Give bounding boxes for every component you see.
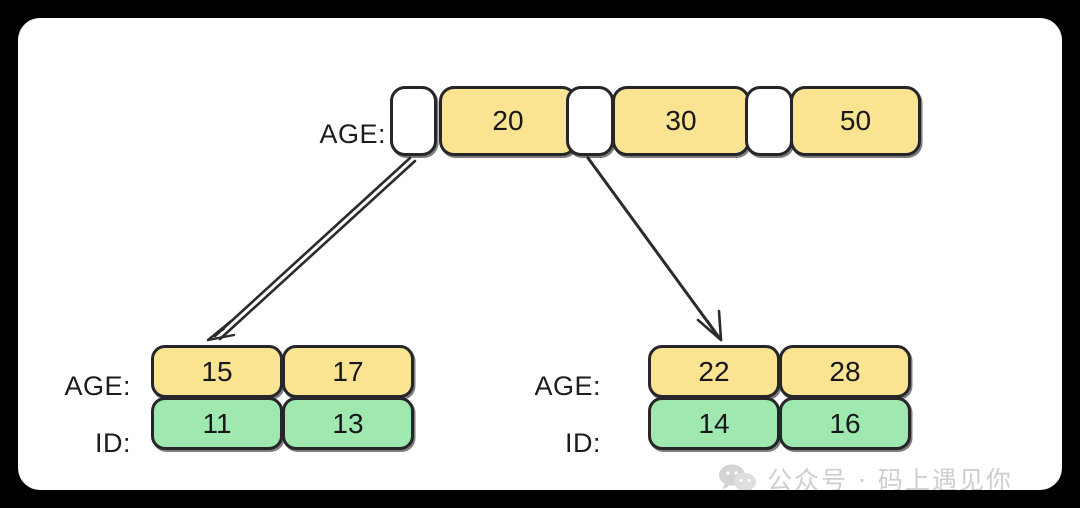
left-leaf-id-cell-0[interactable]: 11 <box>151 397 283 450</box>
root-key-cell-50[interactable]: 50 <box>790 86 921 156</box>
left-leaf-id-cell-1[interactable]: 13 <box>282 397 414 450</box>
root-key-cell-20[interactable]: 20 <box>439 86 577 156</box>
arrow-layer <box>206 156 723 342</box>
left-leaf-age-cell-0[interactable]: 15 <box>151 345 283 398</box>
root-pointer-cell-2[interactable] <box>745 86 793 156</box>
right-leaf-id-cell-0[interactable]: 14 <box>648 397 780 450</box>
left-leaf-id-label: ID: <box>94 428 131 458</box>
right-leaf-age-label: AGE: <box>534 371 601 401</box>
diagram-canvas: AGE: 20 30 50 AGE: ID: 15 17 11 13 AGE: … <box>18 18 1062 490</box>
root-key-cell-30[interactable]: 30 <box>612 86 750 156</box>
root-age-label: AGE: <box>319 119 386 149</box>
right-leaf-age-cell-0[interactable]: 22 <box>648 345 780 398</box>
root-pointer-cell-1[interactable] <box>566 86 614 156</box>
left-leaf-age-cell-1[interactable]: 17 <box>282 345 414 398</box>
right-leaf-id-label: ID: <box>564 428 601 458</box>
root-to-right-leaf-arrow <box>586 156 723 342</box>
right-leaf-age-cell-1[interactable]: 28 <box>779 345 911 398</box>
root-pointer-cell-0[interactable] <box>390 86 437 156</box>
right-leaf-id-cell-1[interactable]: 16 <box>779 397 911 450</box>
left-leaf-age-label: AGE: <box>64 371 131 401</box>
btree-diagram: AGE: 20 30 50 AGE: ID: 15 17 11 13 AGE: … <box>18 18 1062 490</box>
root-to-left-leaf-arrow <box>206 156 417 342</box>
